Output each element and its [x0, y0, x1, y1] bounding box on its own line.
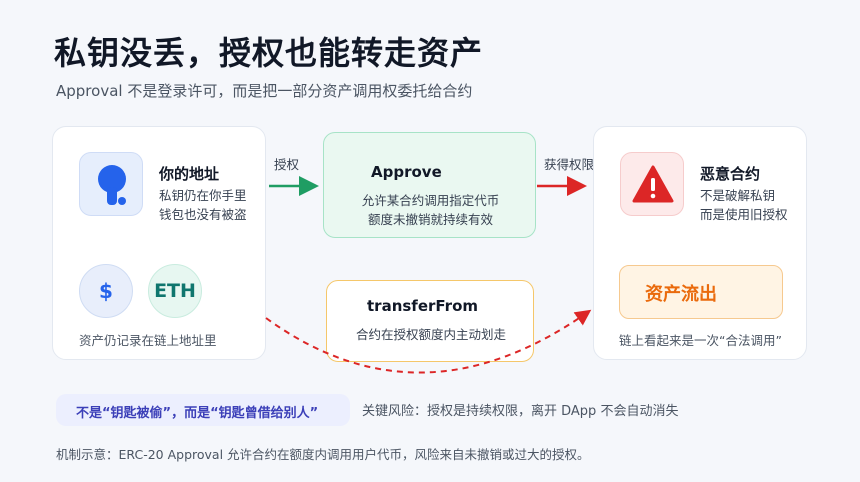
transferfrom-title: transferFrom — [367, 297, 479, 315]
approve-arrow-label: 授权 — [274, 157, 300, 172]
approve-box: Approve 允许某合约调用指定代币 额度未撤销就持续有效 — [323, 132, 536, 238]
malicious-line1: 不是破解私钥 — [700, 188, 776, 203]
malicious-line2: 而是使用旧授权 — [700, 207, 788, 222]
malicious-contract-card: 恶意合约 不是破解私钥 而是使用旧授权 资产流出 链上看起来是一次“合法调用” — [593, 126, 807, 360]
gain-permission-label: 获得权限 — [544, 157, 595, 172]
wallet-pin-icon — [79, 152, 143, 216]
page-subtitle: Approval 不是登录许可，而是把一部分资产调用权委托给合约 — [56, 82, 473, 100]
your-address-footer: 资产仍记录在链上地址里 — [79, 333, 217, 348]
transferfrom-line1: 合约在授权额度内主动划走 — [355, 327, 506, 342]
transferfrom-box: transferFrom 合约在授权额度内主动划走 — [326, 280, 534, 362]
key-insight-text: 不是“钥匙被偷”，而是“钥匙曾借给别人” — [76, 406, 319, 421]
your-address-line2: 钱包也没有被盗 — [159, 207, 247, 222]
malicious-footer: 链上看起来是一次“合法调用” — [619, 333, 782, 348]
your-address-title: 你的地址 — [159, 165, 220, 183]
your-address-line1: 私钥仍在你手里 — [159, 188, 247, 203]
asset-drain-dashed-arrow — [265, 309, 592, 374]
asset-outflow-badge: 资产流出 — [619, 265, 783, 319]
approve-title: Approve — [371, 163, 442, 181]
malicious-title: 恶意合约 — [700, 165, 761, 183]
mechanism-note: 机制示意：ERC-20 Approval 允许合约在额度内调用用户代币，风险来自… — [56, 447, 590, 462]
asset-outflow-label: 资产流出 — [645, 284, 717, 305]
your-address-card: 你的地址 私钥仍在你手里 钱包也没有被盗 $ ETH 资产仍记录在链上地址里 — [52, 126, 266, 360]
key-risk-note: 关键风险：授权是持续权限，离开 DApp 不会自动消失 — [362, 404, 679, 419]
page-title: 私钥没丢，授权也能转走资产 — [54, 34, 484, 72]
dollar-icon: $ — [79, 264, 133, 318]
approve-line1: 允许某合约调用指定代币 — [361, 193, 500, 208]
approve-line2: 额度未撤销就持续有效 — [367, 212, 493, 227]
eth-icon: ETH — [148, 264, 202, 318]
warning-icon — [620, 152, 684, 216]
key-insight-pill: 不是“钥匙被偷”，而是“钥匙曾借给别人” — [56, 394, 350, 426]
